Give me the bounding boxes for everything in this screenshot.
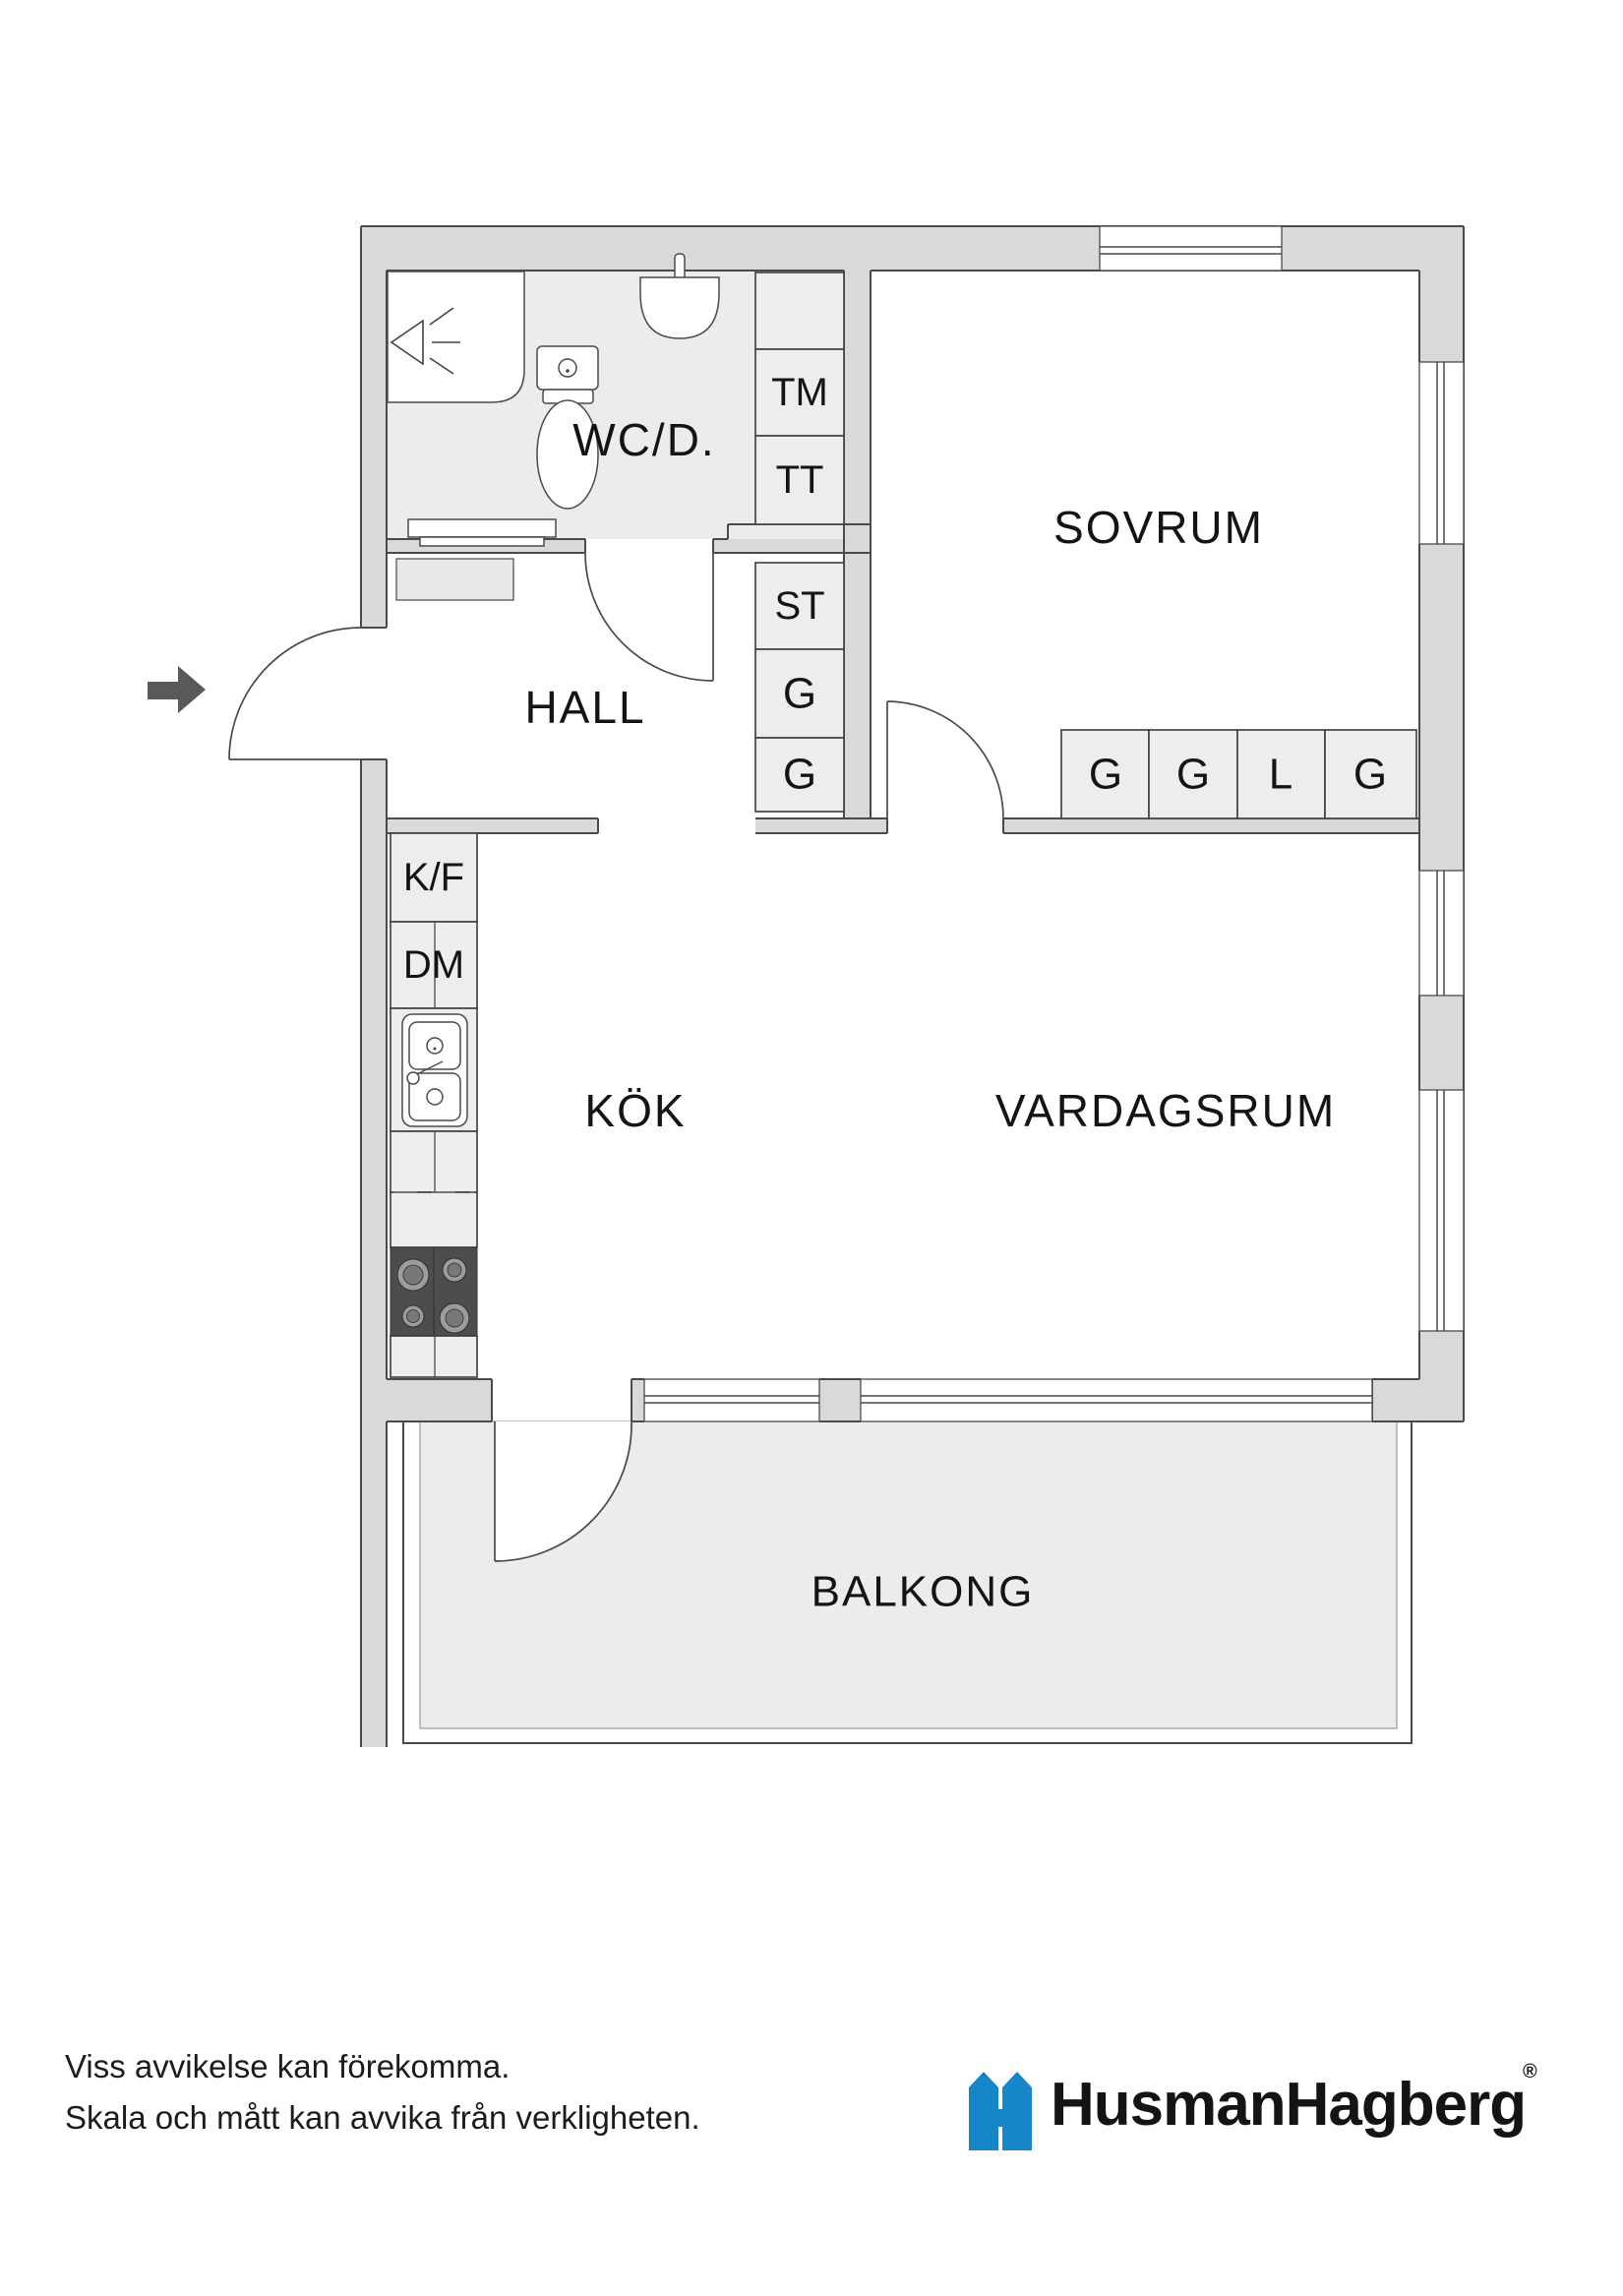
disclaimer-line-1: Viss avvikelse kan förekomma. bbox=[65, 2048, 510, 2085]
toilet-icon bbox=[536, 345, 599, 510]
window-bedroom-top bbox=[1099, 225, 1283, 272]
stove-icon bbox=[390, 1246, 478, 1337]
opening-balcony-door bbox=[492, 1379, 631, 1421]
opening-wc-door bbox=[585, 539, 713, 553]
cell-bed-g3 bbox=[1324, 729, 1417, 819]
label-bed-g1: G bbox=[1089, 751, 1122, 799]
opening-hall-kitchen bbox=[598, 818, 755, 833]
wall-left-upper bbox=[361, 226, 387, 628]
husmanhagberg-logo-icon bbox=[969, 2072, 1032, 2150]
window-livingroom-bottom bbox=[860, 1378, 1373, 1422]
label-tm: TM bbox=[771, 371, 828, 414]
cell-hall-g1 bbox=[754, 648, 845, 739]
window-livingroom-right-1 bbox=[1418, 870, 1465, 997]
cell-counter-1 bbox=[390, 1130, 478, 1193]
balcony-door-swing-area bbox=[495, 1421, 632, 1561]
registered-trademark-symbol: ® bbox=[1523, 2061, 1537, 2083]
room-labels: WC/D. HALL SOVRUM KÖK VARDAGSRUM BALKONG… bbox=[403, 371, 1387, 1616]
husmanhagberg-wordmark: HusmanHagberg bbox=[1051, 2071, 1526, 2139]
shower-tray bbox=[387, 271, 525, 403]
cell-hall-g2 bbox=[754, 737, 845, 813]
footer: Viss avvikelse kan förekomma. Skala och … bbox=[65, 2048, 1537, 2150]
label-kf: K/F bbox=[403, 856, 464, 899]
label-sovrum: SOVRUM bbox=[1053, 502, 1264, 553]
wall-openings bbox=[361, 539, 1003, 1421]
wall-wc-bottom-right bbox=[713, 539, 871, 553]
label-tt: TT bbox=[776, 458, 824, 502]
entrance-arrow-icon bbox=[148, 666, 206, 713]
label-bed-g2: G bbox=[1176, 751, 1210, 799]
hall-cabinet bbox=[395, 558, 514, 601]
bathroom-fixtures bbox=[387, 253, 720, 547]
label-wc: WC/D. bbox=[572, 414, 715, 465]
kitchen-sink-icon bbox=[401, 1013, 468, 1127]
balcony-parapet bbox=[402, 1421, 1413, 1744]
label-bed-g3: G bbox=[1353, 751, 1387, 799]
wall-left-lower bbox=[361, 759, 387, 1747]
wc-bench bbox=[407, 518, 557, 547]
window-livingroom-right-2 bbox=[1418, 1089, 1465, 1332]
label-vardagsrum: VARDAGSRUM bbox=[995, 1085, 1336, 1136]
cell-laundry-empty bbox=[754, 272, 845, 350]
bedroom-door bbox=[886, 700, 1004, 819]
windows bbox=[643, 225, 1465, 1422]
label-kok: KÖK bbox=[584, 1085, 686, 1136]
cell-tt bbox=[754, 435, 845, 525]
label-st: ST bbox=[774, 584, 824, 628]
label-hall: HALL bbox=[524, 682, 645, 733]
cell-st bbox=[754, 562, 845, 650]
disclaimer-line-2: Skala och mått kan avvika från verklighe… bbox=[65, 2099, 700, 2136]
husmanhagberg-logo: HusmanHagberg ® bbox=[969, 2061, 1537, 2150]
shower-icon bbox=[390, 307, 460, 375]
washbasin-icon bbox=[639, 253, 720, 339]
cell-dm bbox=[390, 921, 478, 1009]
window-bedroom-right bbox=[1418, 361, 1465, 545]
opening-bedroom-door bbox=[887, 818, 1003, 833]
doors bbox=[228, 552, 1004, 1562]
window-kitchen-bottom bbox=[643, 1378, 820, 1422]
wall-top bbox=[361, 226, 1464, 271]
opening-entrance bbox=[361, 628, 387, 759]
cell-bed-g1 bbox=[1060, 729, 1150, 819]
cell-bed-g2 bbox=[1148, 729, 1238, 819]
entrance-door bbox=[228, 627, 362, 760]
label-dm: DM bbox=[403, 943, 464, 987]
label-balkong: BALKONG bbox=[812, 1568, 1035, 1616]
balcony-door bbox=[494, 1420, 632, 1562]
cell-counter-2 bbox=[390, 1191, 478, 1248]
cell-counter-3 bbox=[390, 1335, 478, 1378]
label-bed-l: L bbox=[1269, 751, 1292, 799]
label-hall-g2: G bbox=[783, 751, 816, 799]
cell-bed-l bbox=[1236, 729, 1326, 819]
label-hall-g1: G bbox=[783, 670, 816, 718]
wc-door bbox=[584, 552, 714, 682]
